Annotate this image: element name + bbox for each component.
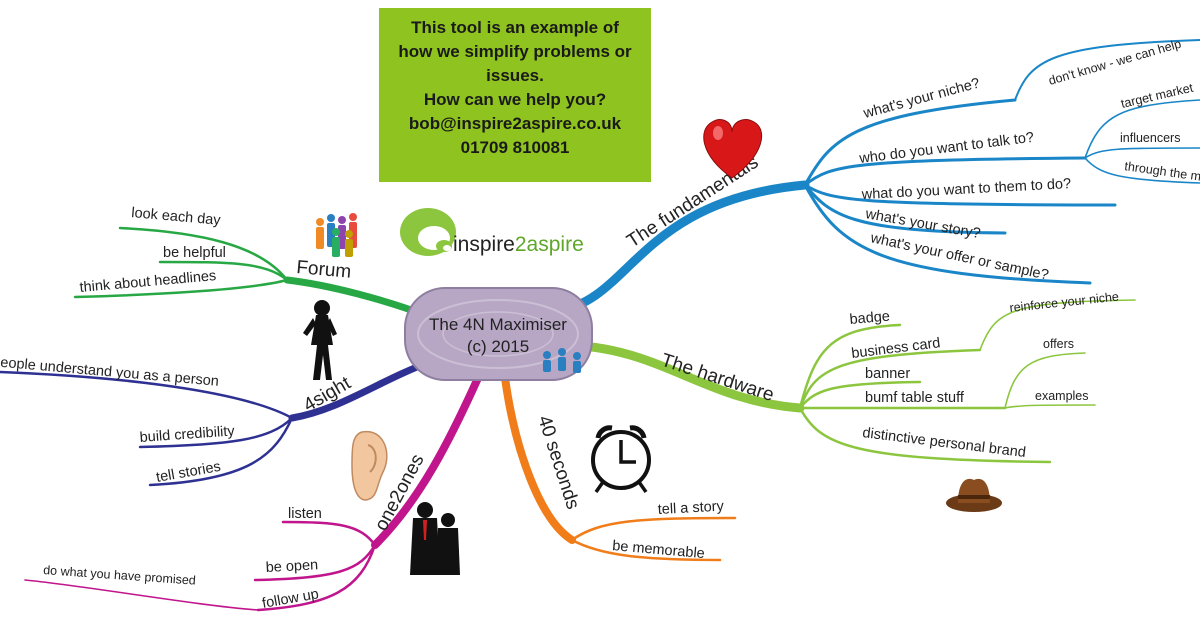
logo-icon: [400, 208, 456, 256]
fund-talk-sub-2: influencers: [1120, 131, 1180, 145]
woman-silhouette-icon: [303, 300, 337, 380]
fund-do: what do you want to them to do?: [860, 176, 1071, 203]
hw-card-sub: reinforce your niche: [1009, 290, 1120, 315]
info-line-2: how we simplify problems or: [398, 42, 632, 61]
cowboy-hat-icon: [946, 478, 1002, 512]
seconds-item-1: tell a story: [657, 499, 725, 518]
central-title: The 4N Maximiser: [429, 315, 567, 334]
fund-talk-sub-1: target market: [1120, 81, 1195, 111]
hw-card: business card: [851, 335, 942, 362]
branch-fundamentals-labels: The fundamentals what's your niche? don'…: [623, 37, 1200, 284]
forum-item-2: be helpful: [163, 245, 226, 261]
info-line-3: issues.: [486, 66, 544, 85]
hw-bumf-sub-2: examples: [1035, 389, 1089, 403]
info-phone: 01709 810081: [460, 138, 570, 157]
hw-bumf-sub-1: offers: [1043, 337, 1074, 351]
info-box: This tool is an example of how we simpli…: [379, 8, 651, 182]
branch-one2ones: [24, 374, 482, 612]
hw-banner: banner: [865, 366, 910, 382]
branch-hardware: [555, 299, 1136, 464]
people-group-icon: [316, 213, 357, 257]
one2ones-open: be open: [265, 557, 318, 576]
alarm-clock-icon: [591, 425, 651, 494]
foursight-item-1: people understand you as a person: [0, 354, 220, 390]
logo-text-green: 2aspire: [514, 233, 584, 256]
one2ones-listen: listen: [288, 506, 322, 522]
ear-icon: [351, 431, 388, 501]
forum-item-1: look each day: [131, 205, 222, 229]
info-email[interactable]: bob@inspire2aspire.co.uk: [408, 114, 622, 133]
fund-niche: what's your niche?: [861, 75, 982, 122]
info-line-1: This tool is an example of: [411, 18, 619, 37]
branch-hardware-labels: The hardware badge business card reinfor…: [658, 290, 1119, 461]
branch-4sight-labels: 4sight people understand you as a person…: [0, 354, 355, 486]
info-line-4: How can we help you?: [423, 90, 607, 109]
forum-label: Forum: [296, 257, 353, 283]
hardware-label: The hardware: [658, 350, 776, 406]
branch-forum: [73, 226, 429, 319]
small-people-icon: [543, 348, 581, 373]
central-subtitle: (c) 2015: [467, 337, 529, 356]
hw-bumf: bumf table stuff: [865, 390, 965, 406]
hw-badge: badge: [849, 309, 891, 328]
foursight-item-2: build credibility: [139, 423, 236, 446]
heart-icon: [703, 119, 763, 179]
branch-4sight: [0, 358, 434, 487]
fund-talk-sub-3: through the m: [1124, 159, 1200, 184]
business-people-icon: [410, 502, 460, 575]
logo-text-dark: inspire: [453, 233, 515, 256]
branch-40-seconds: [501, 374, 737, 562]
logo-text: inspire2aspire: [453, 233, 584, 257]
one2ones-follow: follow up: [261, 586, 320, 612]
one2ones-follow-sub: do what you have promised: [43, 563, 197, 588]
fund-niche-sub: don't know - we can help: [1047, 37, 1183, 88]
branch-fundamentals: [555, 39, 1200, 315]
hw-brand: distinctive personal brand: [862, 425, 1027, 461]
